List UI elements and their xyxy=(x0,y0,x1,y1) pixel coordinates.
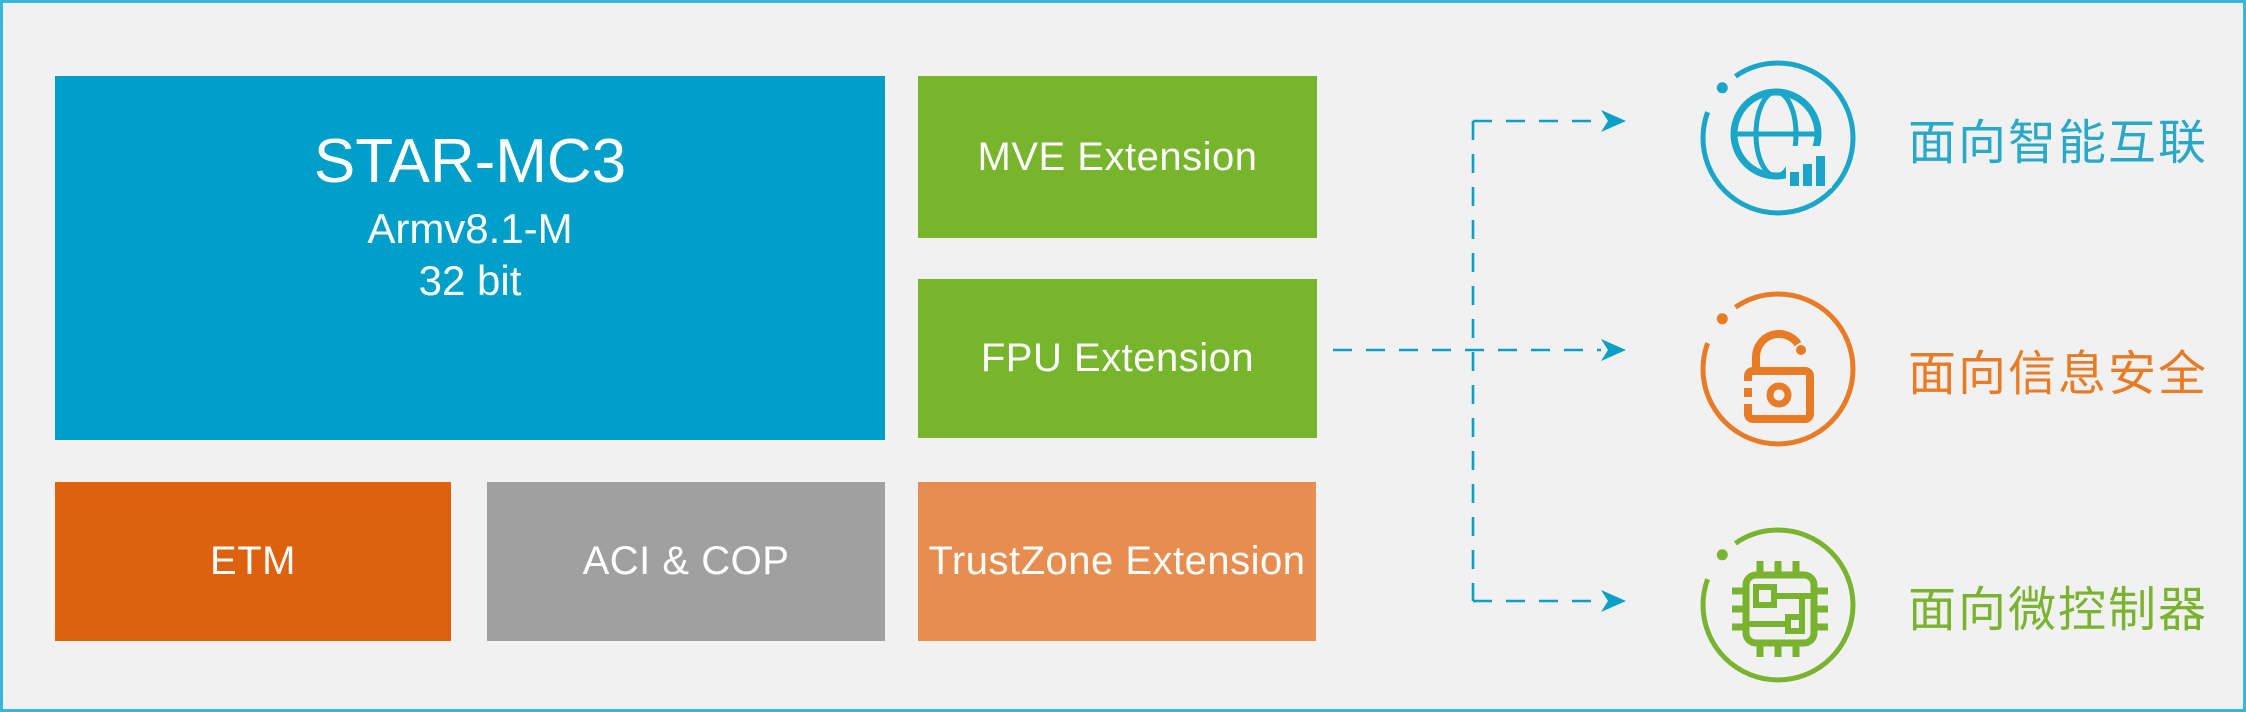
target-label-security: 面向信息安全 xyxy=(1908,348,2209,401)
target-row-security: 面向信息安全 xyxy=(1698,289,2208,449)
mve-extension-label: MVE Extension xyxy=(977,134,1258,179)
arrowhead-bottom xyxy=(1601,590,1626,612)
arrowhead-top xyxy=(1601,110,1626,132)
icon-ring-dot xyxy=(1716,313,1728,325)
etm-label: ETM xyxy=(210,539,296,583)
trustzone-extension-block: TrustZone Extension xyxy=(918,482,1316,641)
icon-ring xyxy=(1700,527,1856,683)
chip-icon xyxy=(1700,527,1856,683)
target-row-mcu: 面向微控制器 xyxy=(1698,525,2208,685)
icon-ring-dot xyxy=(1716,82,1728,94)
main-block-subtitle-bits: 32 bit xyxy=(418,256,522,304)
fpu-extension-block: FPU Extension xyxy=(918,279,1317,438)
arrowhead-middle xyxy=(1601,339,1626,361)
trustzone-extension-label: TrustZone Extension xyxy=(928,539,1306,583)
aci-cop-label: ACI & COP xyxy=(582,539,790,583)
icon-ring-dot xyxy=(1716,549,1728,561)
etm-block: ETM xyxy=(55,482,451,641)
aci-cop-block: ACI & COP xyxy=(487,482,885,641)
mve-extension-block: MVE Extension xyxy=(918,76,1317,238)
main-block-title: STAR-MC3 xyxy=(313,127,627,196)
target-label-connectivity: 面向智能互联 xyxy=(1908,117,2209,170)
main-block-subtitle-arch: Armv8.1-M xyxy=(367,205,573,253)
globe-chart-icon xyxy=(1700,60,1856,216)
target-label-mcu: 面向微控制器 xyxy=(1908,584,2209,637)
fpu-extension-label: FPU Extension xyxy=(980,336,1255,380)
star-mc3-block: STAR-MC3 Armv8.1-M 32 bit xyxy=(55,76,885,440)
icon-ring xyxy=(1700,291,1856,447)
target-row-connectivity: 面向智能互联 xyxy=(1698,58,2208,218)
icon-ring xyxy=(1700,60,1856,216)
unlock-icon xyxy=(1700,291,1856,447)
